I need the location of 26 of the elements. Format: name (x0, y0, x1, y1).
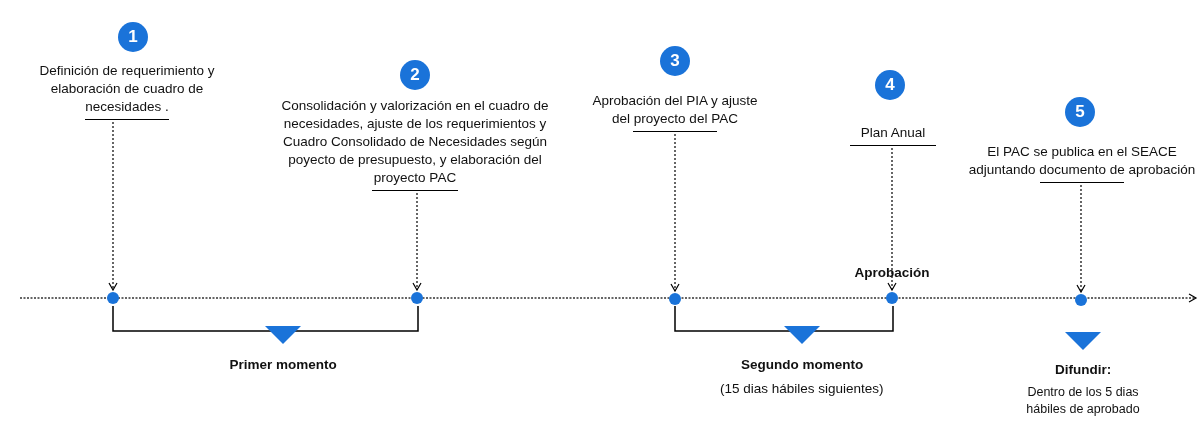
duration-note: (15 dias hábiles siguientes) (720, 381, 884, 396)
timeline-point (107, 292, 119, 304)
step-number-badge: 4 (875, 70, 905, 100)
step-number-badge: 3 (660, 46, 690, 76)
step-description: Plan Anual (850, 124, 936, 146)
step-description: Definición de requerimiento y elaboración de cuadro de necesidades . (12, 62, 242, 120)
approval-label: Aprobación (854, 265, 930, 280)
step-description: Consolidación y valorización en el cuadro de necesidades, ajuste de los requerimientos y Cuadro Consolidado de Necesidades según poyecto de presupuesto, y elaboración del proyecto PAC (270, 97, 560, 191)
timeline-point (886, 292, 898, 304)
duration-note: Dentro de los 5 dias hábiles de aprobado (1025, 384, 1141, 418)
arrow (887, 147, 897, 291)
step-description: El PAC se publica en el SEACE adjuntando documento de aprobación (967, 143, 1197, 183)
arrow (108, 121, 118, 291)
step-number-badge: 2 (400, 60, 430, 90)
step-description: Aprobación del PIA y ajuste del proyecto del PAC (590, 92, 760, 132)
timeline-point (411, 292, 423, 304)
arrow (412, 192, 422, 291)
arrow (1076, 184, 1086, 293)
step-number-badge: 1 (118, 22, 148, 52)
phase-label: Difundir: (1055, 362, 1112, 377)
step-number-badge: 5 (1065, 97, 1095, 127)
timeline-point (669, 293, 681, 305)
timeline-point (1075, 294, 1087, 306)
phase-label: Primer momento (229, 357, 337, 372)
arrow (670, 133, 680, 292)
phase-label: Segundo momento (741, 357, 864, 372)
